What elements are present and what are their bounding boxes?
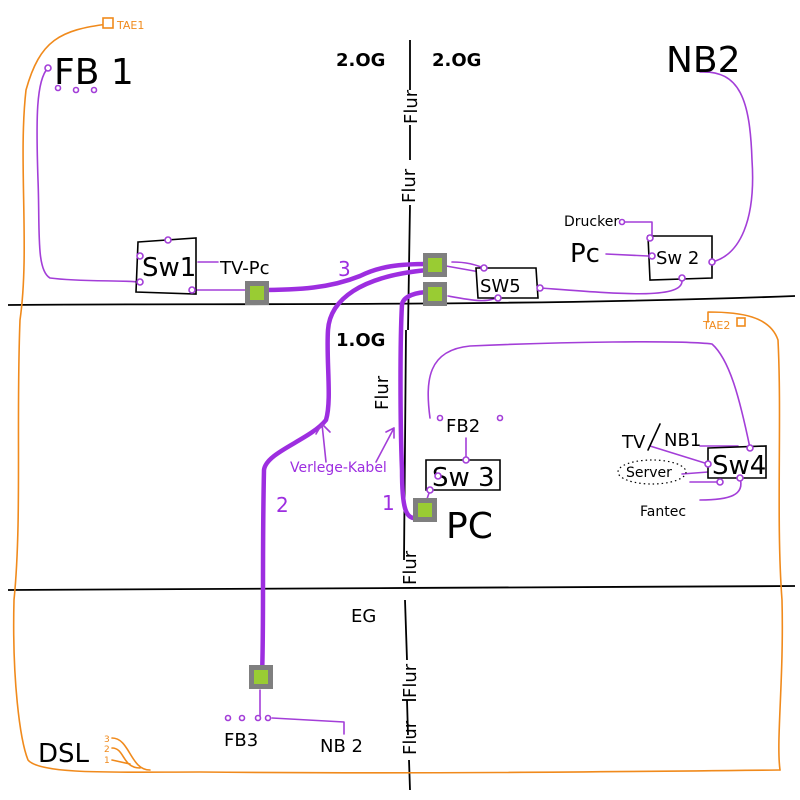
floor-label-2og-right: 2.OG [432, 50, 481, 71]
dsl-port-2: 2 [104, 745, 110, 755]
annotation-arrow-right [375, 427, 395, 463]
corridor-label-5: Flur [400, 663, 421, 698]
orange-cable-tae1 [12, 23, 781, 774]
floor-divider-lower [7, 585, 796, 591]
cable-sw4-uplink [427, 341, 751, 449]
room-label-fb2: FB2 [446, 416, 480, 437]
tae1-label: TAE1 [116, 19, 144, 32]
device-label-fantec: Fantec [640, 504, 686, 520]
corridor-label-2: Flur [399, 168, 420, 203]
switch-sw2-label: Sw 2 [656, 248, 699, 269]
cable-fb1-sw1 [36, 67, 141, 283]
switch-sw1: Sw1 [135, 237, 197, 295]
room-label-nb2-top: NB2 [666, 40, 741, 81]
cable-number-1: 1 [382, 491, 395, 515]
cable-label-verlege: Verlege-Kabel [290, 460, 387, 476]
server-cloud [617, 459, 687, 485]
switch-sw3-label: Sw 3 [432, 463, 495, 493]
corridor-label-1: Flur [401, 89, 422, 124]
corridor-line [403, 40, 411, 791]
annotation-arrow-left [315, 423, 331, 463]
cable-number-2: 2 [276, 493, 289, 517]
corridor-label-4: Flur [400, 550, 421, 585]
floor-divider-upper [7, 295, 796, 306]
device-divider [647, 423, 661, 451]
switch-sw5: SW5 [475, 267, 539, 299]
room-label-nb2-bottom: NB 2 [320, 736, 363, 757]
device-label-server: Server [626, 465, 672, 481]
installation-cable-2 [259, 267, 431, 679]
device-label-drucker: Drucker [564, 214, 619, 230]
room-label-fb3: FB3 [224, 730, 258, 751]
floor-label-eg: EG [351, 606, 376, 627]
orange-cable-tae2 [707, 311, 784, 771]
room-label-dsl: DSL [38, 739, 90, 769]
cable-sw4-fantec [699, 477, 742, 501]
socket-fb3 [249, 665, 273, 689]
cable-pc-sw2 [605, 253, 649, 257]
orange-dsl-wires [111, 737, 151, 771]
cable-number-3: 3 [338, 257, 351, 281]
tae1-socket [102, 17, 114, 29]
device-label-pc-top: Pc [570, 239, 600, 269]
cable-nb2-sw2 [699, 71, 754, 263]
switch-sw4: Sw4 [707, 445, 767, 481]
floor-label-1og: 1.OG [336, 330, 385, 351]
installation-cable-1 [398, 289, 433, 521]
device-label-pc: PC [446, 506, 493, 547]
cable-drucker-sw2 [621, 221, 653, 237]
room-label-fb1: FB 1 [54, 52, 134, 93]
installation-cable-3 [255, 261, 431, 293]
socket-flur-2 [423, 282, 447, 306]
corridor-label-6: Flur [400, 720, 421, 755]
dsl-port-1: 1 [104, 756, 110, 766]
device-label-tv-pc: TV-Pc [219, 258, 270, 279]
port-circles [44, 64, 754, 722]
switch-sw3: Sw 3 [425, 459, 501, 493]
socket-pc [413, 498, 437, 522]
corridor-label-3: Flur [372, 375, 393, 410]
switch-sw5-label: SW5 [480, 276, 521, 297]
cable-sw1-tvpc [195, 261, 246, 291]
tae2-socket [736, 317, 746, 327]
cable-sw2-sw5 [539, 279, 683, 295]
socket-tvpc [245, 281, 269, 305]
socket-flur-1 [423, 253, 447, 277]
tae2-label: TAE2 [702, 319, 730, 332]
floor-label-2og-left: 2.OG [336, 50, 385, 71]
device-label-nb1: NB1 [664, 430, 701, 451]
dsl-port-3: 3 [104, 735, 110, 745]
switch-sw1-label: Sw1 [142, 253, 196, 283]
cable-fb3-nb2 [271, 717, 345, 735]
switch-sw2: Sw 2 [647, 235, 713, 281]
cable-sw4-server [681, 471, 721, 483]
device-label-tv: TV [621, 432, 646, 453]
